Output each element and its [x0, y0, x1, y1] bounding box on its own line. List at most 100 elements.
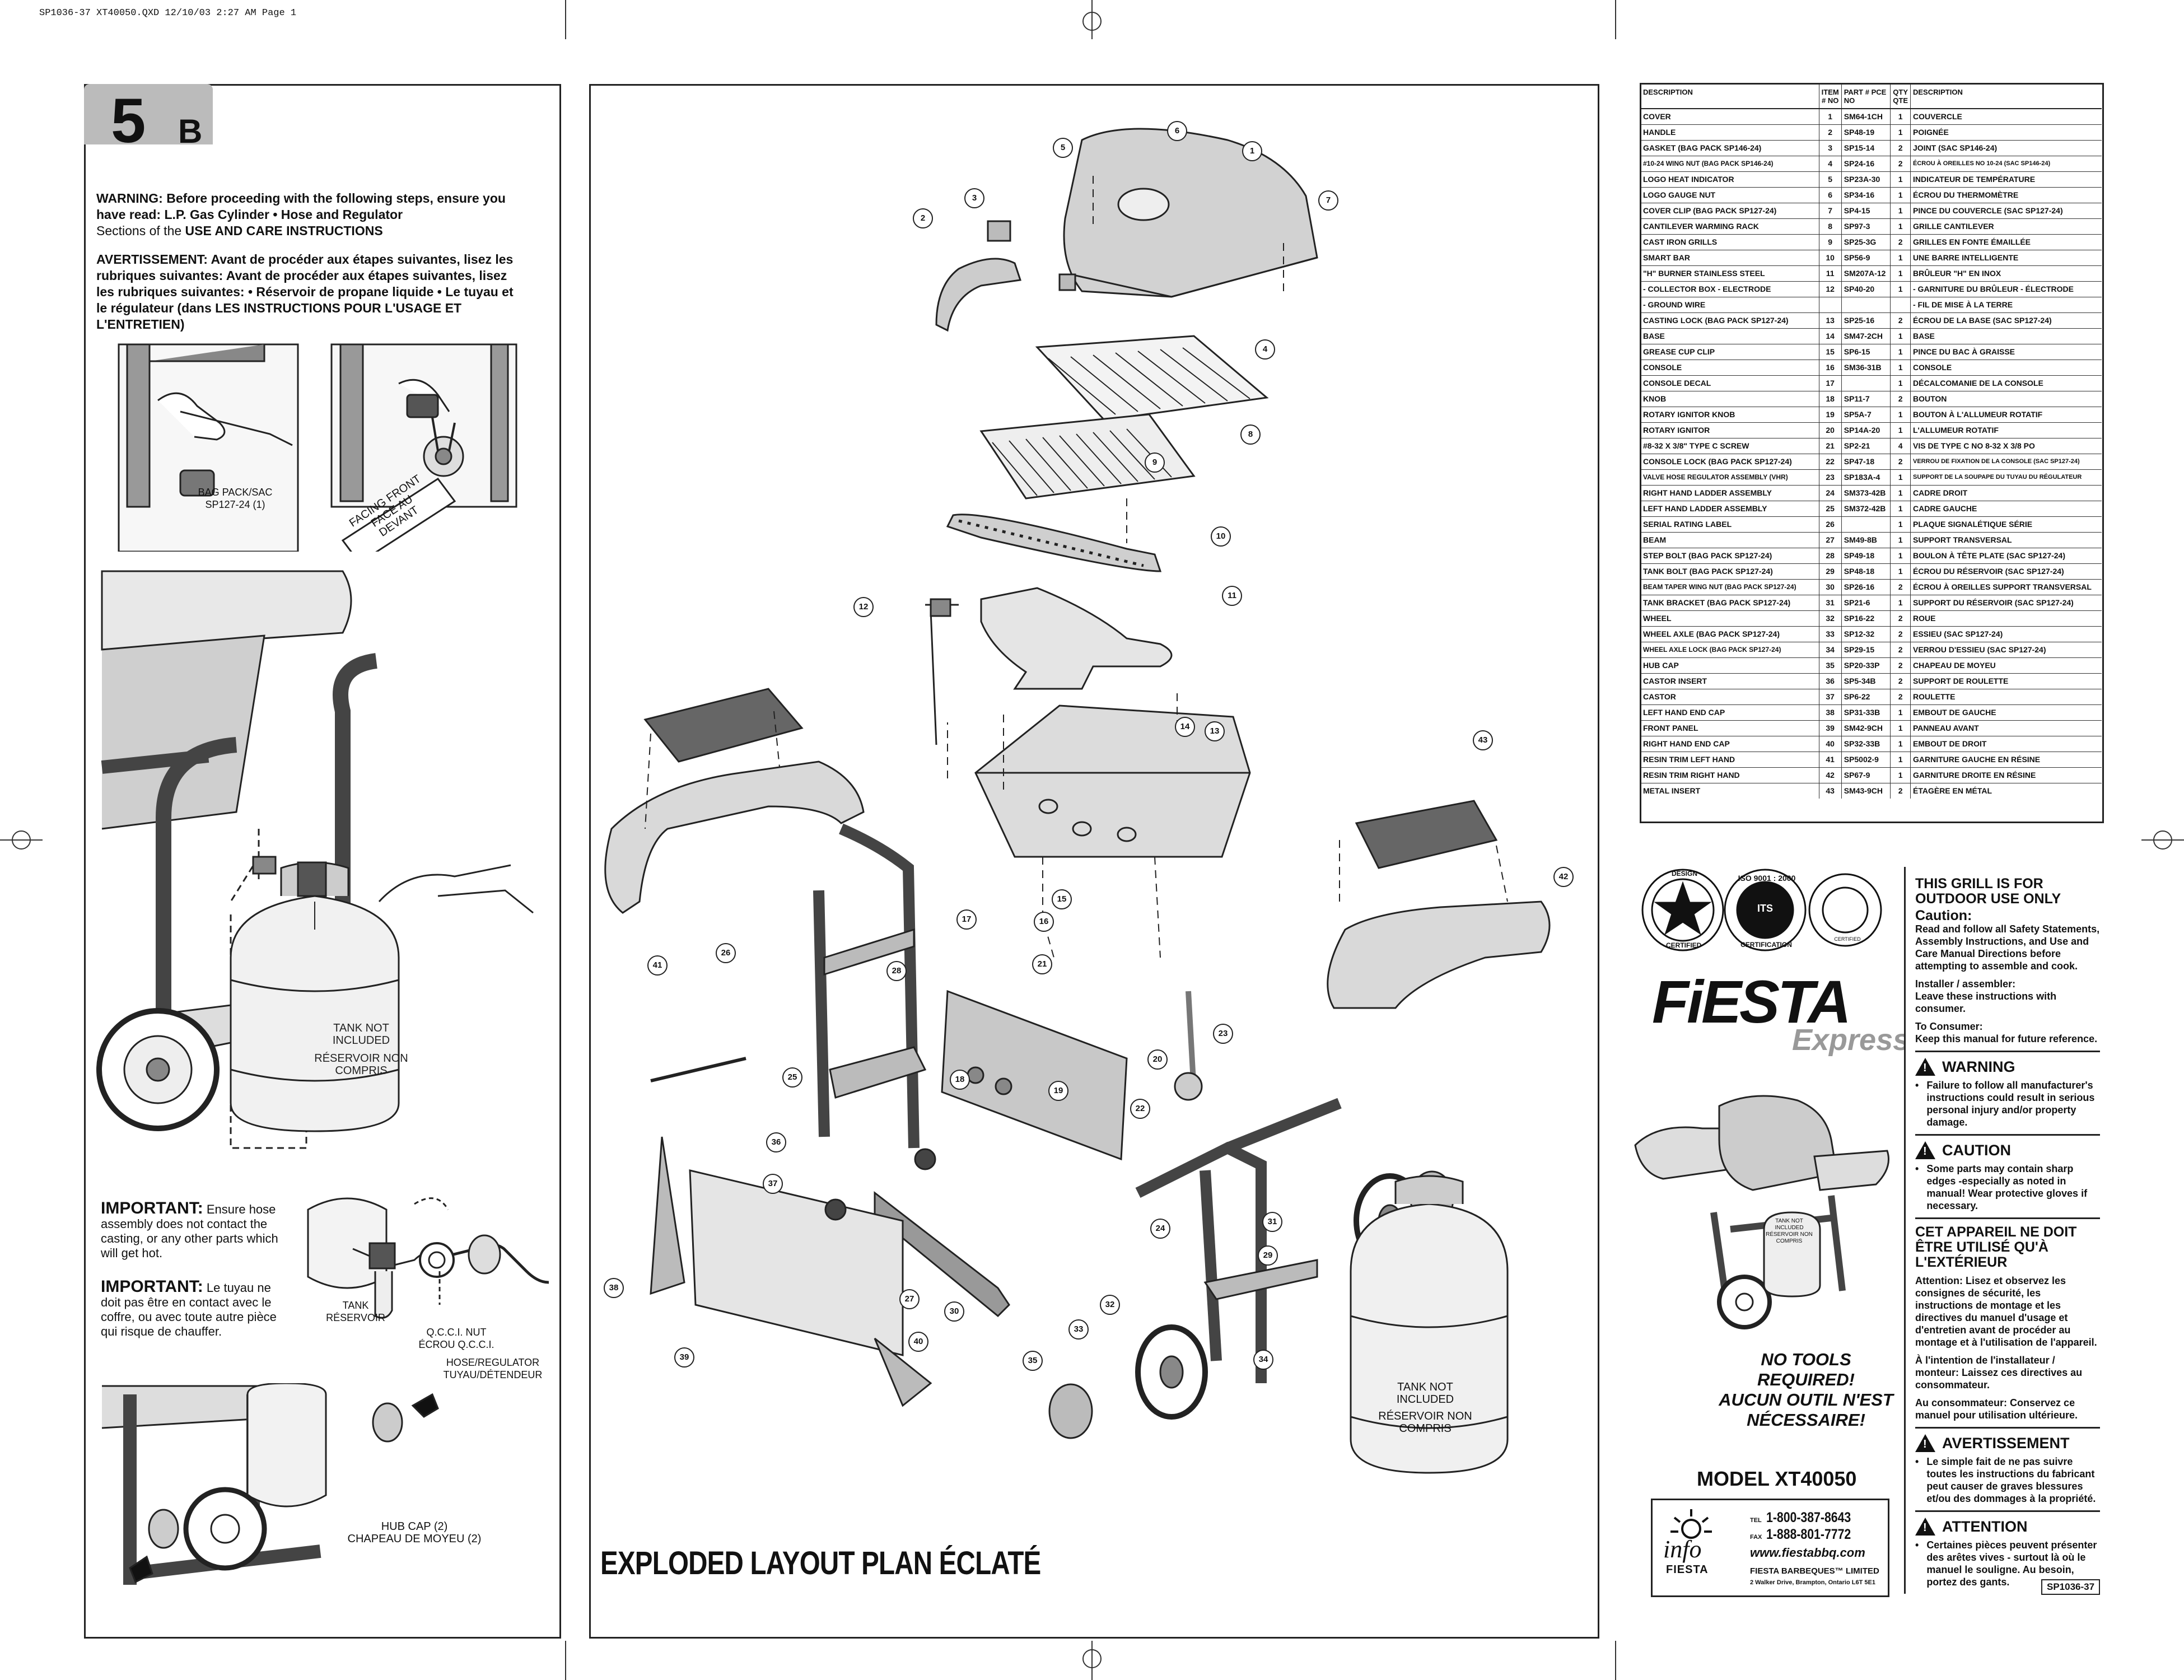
warning-fr: AVERTISSEMENT: Avant de procéder aux éta…	[96, 252, 514, 332]
callout-22: 22	[1130, 1099, 1150, 1119]
part-item-no: 29	[1818, 563, 1842, 580]
part-description-fr: PINCE DU COUVERCLE (SAC SP127-24)	[1910, 203, 2102, 219]
certification-badges	[1641, 869, 1882, 951]
fr-title: CET APPAREIL NE DOIT ÊTRE UTILISÉ QU'À L…	[1915, 1224, 2077, 1270]
part-number: SP23A-30	[1841, 171, 1891, 188]
part-description-fr: PLAQUE SIGNALÉTIQUE SÉRIE	[1910, 516, 2102, 533]
avert-heading-text: AVERTISSEMENT	[1942, 1434, 2070, 1452]
part-number: SP25-16	[1841, 312, 1891, 329]
avert-heading: ! AVERTISSEMENT	[1915, 1434, 2100, 1452]
web-link[interactable]: www.fiestabbq.com	[1750, 1546, 1865, 1560]
part-number: SP6-15	[1841, 344, 1891, 360]
part-item-no: 21	[1818, 438, 1842, 454]
hub-cap-label: HUB CAP (2) CHAPEAU DE MOYEU (2)	[336, 1520, 493, 1545]
bag-pack-label: BAG PACK/SAC SP127-24 (1)	[198, 487, 273, 510]
part-description: HUB CAP	[1641, 657, 1819, 674]
part-description-fr: SUPPORT DE LA SOUPAPE DU TUYAU DU RÉGULA…	[1910, 469, 2102, 486]
part-item-no: 17	[1818, 375, 1842, 391]
part-number: SP67-9	[1841, 767, 1891, 783]
part-item-no: 38	[1818, 704, 1842, 721]
part-item-no: 42	[1818, 767, 1842, 783]
info-sun-icon	[1670, 1509, 1712, 1539]
caution2-bullet-text: Some parts may contain sharp edges -espe…	[1926, 1163, 2088, 1211]
callout-31: 31	[1262, 1212, 1282, 1232]
callout-5: 5	[1053, 138, 1073, 158]
part-qty: 1	[1890, 124, 1911, 141]
hub-cap-illustration	[101, 1383, 439, 1585]
part-description: CONSOLE	[1641, 360, 1819, 376]
part-qty: 2	[1890, 579, 1911, 595]
part-description-fr: BOUTON	[1910, 391, 2102, 407]
part-description: LOGO HEAT INDICATOR	[1641, 171, 1819, 188]
avert-triangle-icon: !	[1915, 1434, 1935, 1452]
part-qty: 1	[1890, 108, 1911, 125]
no-tools-label: NO TOOLS REQUIRED! AUCUN OUTIL N'EST NÉC…	[1714, 1350, 1898, 1430]
caution-triangle-icon: !	[1915, 1141, 1935, 1159]
part-item-no: 11	[1818, 265, 1842, 282]
consumer-heading: To Consumer:	[1915, 1021, 1983, 1032]
part-description: VALVE HOSE REGULATOR ASSEMBLY (VHR)	[1641, 469, 1819, 486]
part-qty: 1	[1890, 767, 1911, 783]
part-item-no: 9	[1818, 234, 1842, 250]
warning-heading-text: WARNING	[1942, 1058, 2015, 1075]
part-qty: 1	[1890, 563, 1911, 580]
part-number: SM372-42B	[1841, 501, 1891, 517]
part-description: COVER CLIP (BAG PACK SP127-24)	[1641, 203, 1819, 219]
part-description: #8-32 X 3/8" TYPE C SCREW	[1641, 438, 1819, 454]
part-description: BASE	[1641, 328, 1819, 344]
attention-heading: !ATTENTION	[1915, 1518, 2100, 1536]
warning-en-tail-pre: Sections of the	[96, 223, 185, 238]
part-description: CASTING LOCK (BAG PACK SP127-24)	[1641, 312, 1819, 329]
callout-42: 42	[1553, 867, 1574, 887]
part-description: RIGHT HAND END CAP	[1641, 736, 1819, 752]
table-row: BEAM TAPER WING NUT (BAG PACK SP127-24)3…	[1641, 579, 2102, 595]
warning-en-tail: USE AND CARE INSTRUCTIONS	[185, 223, 383, 238]
table-row: - GROUND WIRE- FIL DE MISE À LA TERRE	[1641, 297, 2102, 313]
model-number: MODEL XT40050	[1697, 1467, 1857, 1490]
tank-not-included-label-2: TANK NOT INCLUDED RÉSERVOIR NON COMPRIS	[1375, 1381, 1476, 1435]
important-fr-body: Le tuyau ne doit pas être en contact ave…	[101, 1281, 277, 1338]
part-number: SP12-32	[1841, 626, 1891, 642]
part-qty: 1	[1890, 548, 1911, 564]
part-qty: 2	[1890, 642, 1911, 658]
part-description: ROTARY IGNITOR KNOB	[1641, 407, 1819, 423]
part-description: LOGO GAUGE NUT	[1641, 187, 1819, 203]
important-en: IMPORTANT: Ensure hose assembly does not…	[101, 1199, 291, 1261]
part-description-fr: ÉTAGÈRE EN MÉTAL	[1910, 783, 2102, 799]
caution-heading: Caution:	[1915, 908, 1972, 923]
part-description-fr: BOULON À TÊTE PLATE (SAC SP127-24)	[1910, 548, 2102, 564]
fr-consumer: Au consommateur: Conservez ce manuel pou…	[1915, 1397, 2078, 1421]
important-en-head: IMPORTANT:	[101, 1199, 203, 1217]
part-item-no	[1818, 297, 1842, 313]
part-description: STEP BOLT (BAG PACK SP127-24)	[1641, 548, 1819, 564]
part-description: RESIN TRIM LEFT HAND	[1641, 752, 1819, 768]
callout-30: 30	[944, 1301, 964, 1322]
tel-number[interactable]: 1-800-387-8643	[1766, 1510, 1851, 1525]
caution2-bullet: •Some parts may contain sharp edges -esp…	[1915, 1163, 2100, 1212]
part-number: SP2-21	[1841, 438, 1891, 454]
outdoor-title: THIS GRILL IS FOR OUTDOOR USE ONLY	[1915, 876, 2061, 907]
part-description-fr: ÉCROU DU THERMOMÈTRE	[1910, 187, 2102, 203]
part-description-fr: BASE	[1910, 328, 2102, 344]
part-description-fr: VERROU D'ESSIEU (SAC SP127-24)	[1910, 642, 2102, 658]
divider	[1915, 1217, 2100, 1219]
info-logo: info	[1663, 1536, 1702, 1563]
part-description: CAST IRON GRILLS	[1641, 234, 1819, 250]
step-number: 5	[111, 86, 146, 156]
tank-not-included-text-2: TANK NOT INCLUDED	[1396, 1381, 1454, 1406]
part-item-no: 40	[1818, 736, 1842, 752]
part-description-fr: CADRE DROIT	[1910, 485, 2102, 501]
part-qty: 1	[1890, 501, 1911, 517]
fax-number[interactable]: 1-888-801-7772	[1766, 1527, 1851, 1542]
